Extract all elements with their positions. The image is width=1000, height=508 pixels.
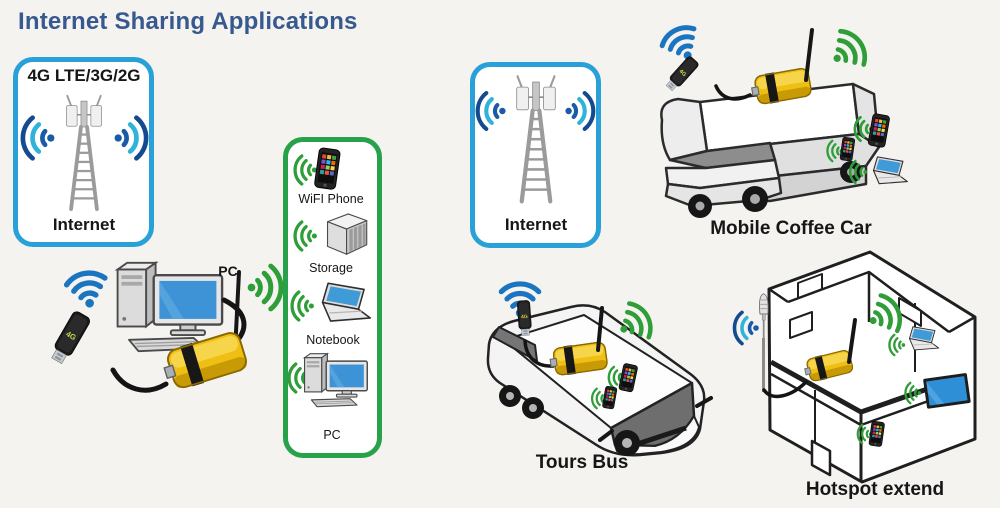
caption-coffee-car: Mobile Coffee Car <box>710 218 872 239</box>
wifi-waves-icon <box>590 387 609 410</box>
router-antenna <box>847 318 857 364</box>
internet-label-left: Internet <box>52 215 116 234</box>
wifi-router-icon <box>158 266 281 394</box>
device-label-pc: PC <box>323 428 341 442</box>
wifi-waves-icon <box>607 365 627 390</box>
wifi-waves-icon <box>65 270 109 311</box>
tours-bus-illustration <box>486 304 713 457</box>
hotspot-router-icon <box>801 292 906 385</box>
wifi-waves-icon <box>888 333 907 357</box>
wifi-waves-icon <box>823 26 872 77</box>
tours-bus-router-icon <box>547 299 657 378</box>
device-label-wifi-phone: WiFI Phone <box>298 192 364 206</box>
usb-dongle-icon <box>48 270 109 366</box>
router-antenna <box>596 306 604 352</box>
wifi-waves-icon <box>501 284 538 317</box>
wifi-waves-icon <box>248 266 281 309</box>
device-label-notebook: Notebook <box>306 333 360 347</box>
wifi-waves-icon <box>904 381 923 405</box>
wifi-waves-icon <box>659 22 706 67</box>
pos-phone-icon <box>618 362 639 393</box>
coffee-car-illustration <box>660 82 881 218</box>
laptop-icon <box>872 156 908 185</box>
desktop-pc-icon <box>116 261 224 353</box>
tours-bus-dongle-icon <box>501 284 555 368</box>
wifi-waves-icon <box>862 292 906 340</box>
wifi-waves-icon <box>848 159 869 185</box>
laptop-icon <box>908 326 940 351</box>
wifi-waves-icon <box>853 115 875 143</box>
wifi-waves-icon <box>732 310 761 346</box>
wifi-waves-icon <box>856 423 874 445</box>
internet-label-center: Internet <box>504 215 568 234</box>
coffee-car-dongle-icon <box>659 22 752 101</box>
coffee-car-client-devices <box>826 112 908 185</box>
caption-tours-bus: Tours Bus <box>535 452 629 473</box>
coffee-car-router-icon <box>748 26 872 107</box>
pos-phone-icon <box>867 112 891 149</box>
smartphone-icon <box>839 136 856 162</box>
tours-bus-client-devices <box>590 362 639 410</box>
pc-antenna-label: PC <box>218 263 238 279</box>
network-type-label: 4G LTE/3G/2G <box>27 66 141 85</box>
router-antenna <box>804 28 814 82</box>
wifi-waves-icon <box>611 299 657 348</box>
smartphone-icon <box>868 420 886 448</box>
caption-hotspot-extend: Hotspot extend <box>805 479 945 500</box>
external-antenna-icon <box>732 293 808 399</box>
smartphone-icon <box>601 385 618 410</box>
router-antenna <box>233 270 241 354</box>
client-devices-box <box>283 137 382 458</box>
hotspot-house-illustration <box>767 250 977 484</box>
usb-cable <box>110 367 169 393</box>
hotspot-client-devices <box>856 326 971 448</box>
tv-icon <box>923 372 971 409</box>
page-title: Internet Sharing Applications <box>18 8 358 35</box>
pc-cable <box>221 297 247 349</box>
wifi-waves-icon <box>826 139 845 163</box>
device-label-storage: Storage <box>309 261 353 275</box>
